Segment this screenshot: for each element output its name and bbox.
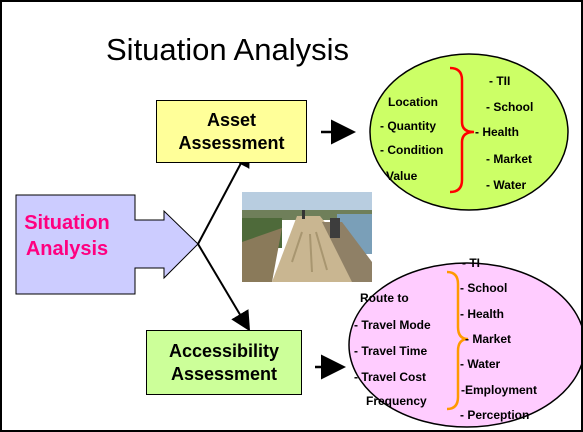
asset-item-quantity: - Quantity	[380, 119, 436, 133]
situation-block-arrow	[15, 194, 199, 295]
access-item-frequency: Frequency	[366, 394, 427, 408]
access-item-employment: -Employment	[461, 383, 538, 397]
access-item-travel-mode: - Travel Mode	[354, 318, 431, 332]
access-box-line-1: Accessibility	[168, 340, 280, 361]
access-item-travel-time: - Travel Time	[354, 344, 428, 358]
asset-item-condition: - Condition	[380, 143, 444, 157]
asset-item-location: Location	[388, 95, 438, 109]
access-item-travel-cost: - Travel Cost	[354, 370, 427, 384]
situation-label-line-1: Situation	[24, 212, 110, 234]
access-item-route-to: Route to	[360, 291, 409, 305]
access-item-health: - Health	[460, 307, 505, 321]
access-item-ti: - TI	[462, 256, 480, 270]
access-item-water: - Water	[460, 357, 501, 371]
asset-assessment-box: Asset Assessment	[156, 100, 307, 163]
access-box-line-2: Assessment	[170, 363, 278, 384]
accessibility-assessment-box: Accessibility Assessment	[146, 330, 302, 395]
asset-item-value: Value	[386, 169, 418, 183]
asset-brace	[449, 66, 475, 194]
asset-item-tii: - TII	[489, 74, 511, 88]
asset-item-health: - Health	[475, 125, 520, 139]
asset-box-line-1: Asset	[206, 109, 257, 130]
arrow-to-asset	[197, 146, 250, 245]
access-item-perception: - Perception	[460, 408, 530, 422]
access-brace	[446, 270, 469, 411]
arrow-to-access	[197, 243, 251, 332]
asset-item-market: - Market	[486, 152, 533, 166]
road-photo-image	[242, 192, 372, 282]
asset-item-water: - Water	[486, 178, 527, 192]
access-item-market: - Market	[465, 332, 512, 346]
situation-analysis-label: Situation Analysis	[12, 210, 122, 262]
asset-box-line-2: Assessment	[178, 132, 285, 153]
page-title: Situation Analysis	[106, 32, 349, 67]
asset-item-school: - School	[486, 100, 534, 114]
access-item-school: - School	[460, 281, 508, 295]
situation-label-line-2: Analysis	[25, 238, 109, 260]
access-ellipse	[348, 262, 581, 428]
